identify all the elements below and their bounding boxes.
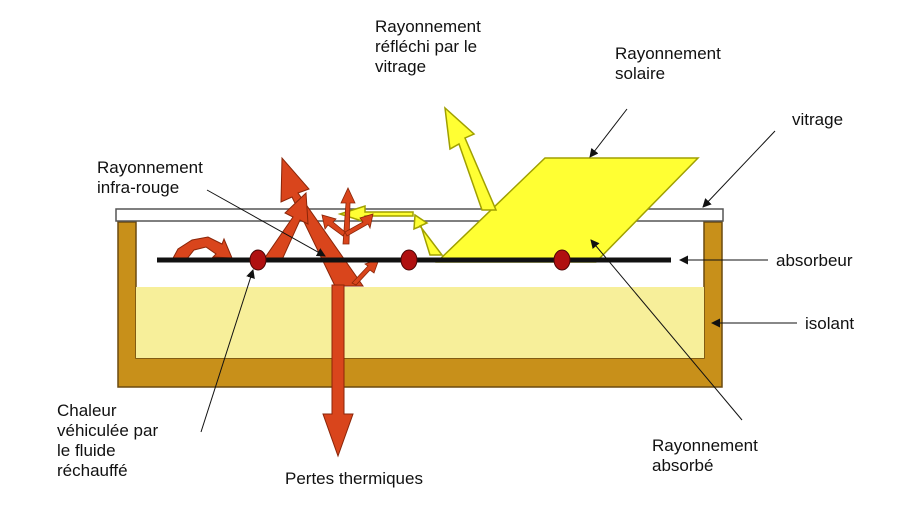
leader-solaire [589, 108, 628, 158]
infrared-main-arrow [280, 156, 364, 287]
internal-reflection-arrow [413, 213, 444, 256]
leader-vitrage [702, 130, 776, 208]
label-infrarouge: Rayonnement infra-rouge [97, 158, 203, 197]
label-reflechi: Rayonnement réfléchi par le vitrage [375, 17, 481, 76]
curved-loss-arrow [171, 236, 233, 261]
fluid-tube-2 [400, 249, 418, 271]
small-heat-arrow-left [321, 214, 346, 237]
glazing-reflection-arrow [337, 204, 414, 224]
insulation-layer [136, 287, 704, 358]
collector-casing [117, 221, 723, 388]
reflected-radiation-arrow [444, 106, 498, 211]
fluid-tube-1 [249, 249, 267, 271]
fluid-tube-3 [553, 249, 571, 271]
small-heat-arrow-upper [340, 187, 356, 245]
label-solaire: Rayonnement solaire [615, 44, 721, 83]
thermal-loss-arrow [322, 284, 354, 458]
label-isolant: isolant [805, 314, 855, 333]
leader-infrarouge [206, 189, 326, 257]
infrared-diagonal-arrow [261, 191, 309, 263]
label-absorbeur: absorbeur [776, 251, 853, 270]
label-pertes: Pertes thermiques [285, 469, 423, 488]
label-chaleur: Chaleur véhiculée par le fluide réchauff… [57, 401, 159, 480]
label-absorbe: Rayonnement absorbé [652, 436, 758, 475]
small-heat-arrow-right [344, 213, 374, 237]
label-vitrage: vitrage [792, 110, 844, 129]
small-heat-arrow-lower [351, 258, 380, 286]
leader-chaleur [200, 269, 255, 433]
leader-absorbe [590, 239, 743, 421]
